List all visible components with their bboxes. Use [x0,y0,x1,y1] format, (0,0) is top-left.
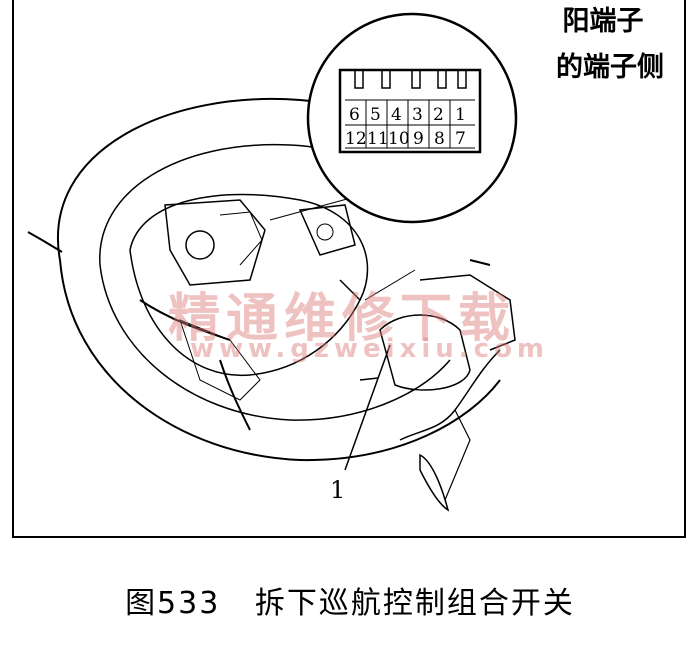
pin-bottom: 11 [367,129,389,149]
pin-bottom: 7 [455,129,466,149]
figure-caption: 图533 拆下巡航控制组合开关 [125,586,575,621]
wheel-rim-inner-lower [99,264,451,421]
pin-bottom: 10 [388,129,410,149]
switch-bracket [419,274,516,351]
figure-frame [12,0,686,538]
steering-wheel-drawing: 6 5 4 3 2 1 12 11 10 9 8 7 [27,12,518,512]
wheel-rim-outer-lower [59,259,501,462]
hub-boss [185,230,215,260]
cruise-switch-body [379,314,471,391]
pin-bottom: 9 [413,129,424,149]
part-number-label: 1 [330,476,346,504]
pin-top: 6 [349,105,360,125]
watermark-text: 精通维修下载 [168,288,517,349]
pin-top: 4 [391,105,402,125]
callout-label-line2: 的端子侧 [556,52,664,83]
pin-bottom: 8 [434,129,445,149]
pin-top: 5 [370,105,381,125]
connector-callout-circle [306,12,518,224]
pin-top: 1 [455,105,466,125]
callout-label-line1: 阳端子 [562,6,644,37]
pin-top: 2 [433,105,444,125]
spoke-left [139,299,231,341]
airbag-connector-area [164,199,266,286]
pin-bottom: 12 [345,129,367,149]
screw-left [27,231,63,253]
switch-lever [399,349,501,512]
watermark-url: www.gzweixiu.com [190,334,550,364]
pin-top: 3 [412,105,423,125]
leader-part-1 [344,344,391,471]
connector-body [338,68,482,154]
spoke-bottom [219,359,251,431]
